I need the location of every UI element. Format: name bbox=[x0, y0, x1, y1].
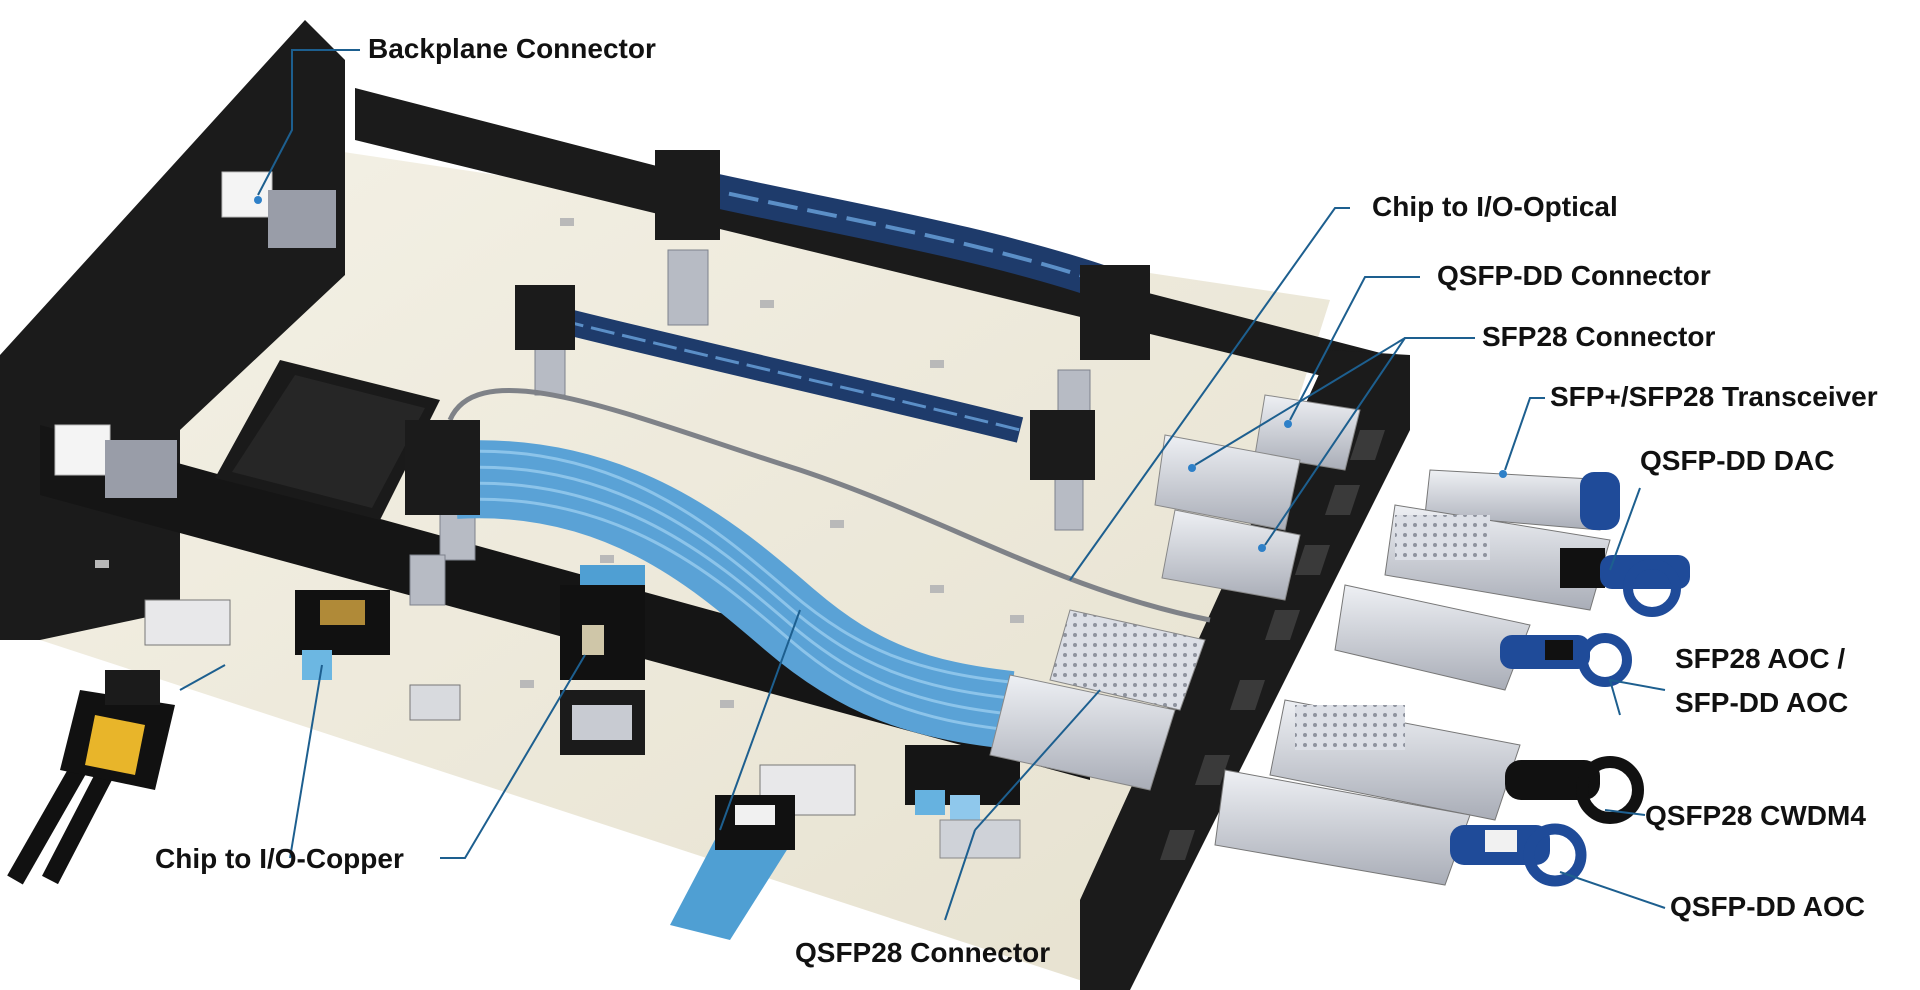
label-sfp28-aoc-line2: SFP-DD AOC bbox=[1675, 687, 1848, 718]
backplane-connector-lower bbox=[54, 424, 111, 476]
front-wall-clip-window bbox=[582, 625, 604, 655]
sfp28-cage-lower bbox=[1161, 509, 1301, 601]
label-qsfp-dd-connector: QSFP-DD Connector bbox=[1437, 260, 1711, 291]
backplane-connector-upper bbox=[221, 171, 273, 218]
right-wall-ports bbox=[1160, 430, 1385, 860]
optical-fiber bbox=[447, 388, 1211, 623]
label-qsfp-dd-aoc: QSFP-DD AOC bbox=[1670, 891, 1865, 922]
front-port-left bbox=[144, 599, 231, 646]
label-chip-to-io-optical: Chip to I/O-Optical bbox=[1372, 191, 1618, 222]
leader-sfp28-aoc bbox=[1608, 678, 1666, 716]
label-sfp28-aoc-line1: SFP28 AOC / bbox=[1675, 643, 1845, 674]
dot-sfp28-connector-upper bbox=[1188, 464, 1196, 472]
leader-qsfp-dd-dac bbox=[1609, 487, 1641, 571]
leader-qsfp28-cwdm4 bbox=[1604, 809, 1646, 816]
dot-backplane-connector bbox=[254, 196, 262, 204]
leader-chip-to-io-copper-c bbox=[179, 664, 226, 691]
leader-sfp28-connector-upper bbox=[1194, 337, 1406, 466]
sfp28-cage-upper bbox=[1154, 434, 1301, 531]
leader-qsfp28-connector-b bbox=[974, 689, 1101, 831]
ribbon-cable-strands bbox=[454, 449, 1011, 732]
dotted-cage bbox=[1049, 609, 1206, 711]
chip-die-highlight bbox=[232, 375, 425, 508]
twinax-mid-end-right bbox=[1030, 410, 1095, 480]
label-chip-to-io-copper: Chip to I/O-Copper bbox=[155, 843, 404, 874]
twinax-top-end-left bbox=[655, 150, 720, 240]
external-cables bbox=[7, 670, 795, 940]
leader-qsfp-dd-aoc bbox=[1559, 871, 1666, 909]
twinax-mid-end-left bbox=[515, 285, 575, 350]
label-qsfp-dd-dac: QSFP-DD DAC bbox=[1640, 445, 1834, 476]
front-port-small bbox=[409, 684, 461, 721]
leader-lines bbox=[179, 49, 1666, 921]
twinax-cable-top-highlight bbox=[689, 183, 1111, 287]
dot-qsfp-dd-connector bbox=[1284, 420, 1292, 428]
label-qsfp28-connector: QSFP28 Connector bbox=[795, 937, 1050, 968]
twinax-cable-mid-highlight bbox=[559, 318, 1021, 432]
dot-sfp28-connector bbox=[1258, 544, 1266, 552]
cables bbox=[405, 150, 1211, 749]
dot-sfp-sfp28-transceiver bbox=[1499, 470, 1507, 478]
leader-chip-to-io-optical bbox=[1069, 207, 1350, 581]
leader-ribbon-cable bbox=[719, 609, 801, 831]
sfp28-aoc-module bbox=[1334, 584, 1632, 691]
labels: Backplane Connector Chip to I/O-Optical … bbox=[155, 33, 1878, 968]
leader-sfp-sfp28-transceiver bbox=[1504, 397, 1545, 471]
leader-qsfp-dd-connector bbox=[1289, 276, 1420, 421]
board-pads bbox=[95, 218, 1024, 708]
qsfp-dd-aoc-module bbox=[1214, 769, 1587, 887]
leader-chip-to-io-copper bbox=[440, 654, 586, 859]
backplane-connector-upper-mount bbox=[268, 190, 336, 248]
copper-cable-connector bbox=[7, 670, 175, 885]
board-components bbox=[95, 218, 1091, 859]
leader-chip-to-io-copper-b bbox=[289, 664, 323, 859]
qsfp28-connector-blue-a bbox=[915, 790, 945, 815]
label-qsfp28-cwdm4: QSFP28 CWDM4 bbox=[1645, 800, 1866, 831]
leader-backplane-connector bbox=[257, 49, 360, 196]
ribbon-cable-end-left bbox=[405, 420, 480, 515]
backplane-connector-lower-mount bbox=[105, 440, 177, 498]
qsfp28-connector-blue-b bbox=[950, 795, 980, 820]
twinax-top-end-right bbox=[1080, 265, 1150, 360]
qsfp28-cwdm4-module bbox=[1269, 699, 1644, 824]
qsfp-dd-dac-module bbox=[1384, 504, 1690, 617]
flat-blue-cable bbox=[670, 795, 795, 940]
qsfp28-connector-cage bbox=[939, 819, 1021, 859]
front-port-cage-inner bbox=[572, 705, 632, 740]
label-sfp-sfp28-transceiver: SFP+/SFP28 Transceiver bbox=[1550, 381, 1878, 412]
leader-qsfp28-connector bbox=[944, 829, 976, 921]
front-port-mid-blue bbox=[302, 650, 332, 680]
label-sfp28-connector: SFP28 Connector bbox=[1482, 321, 1715, 352]
front-port-mid-gold bbox=[320, 600, 365, 625]
label-backplane-connector: Backplane Connector bbox=[368, 33, 656, 64]
ribbon-cable bbox=[452, 440, 1015, 749]
transceivers bbox=[1214, 469, 1690, 887]
